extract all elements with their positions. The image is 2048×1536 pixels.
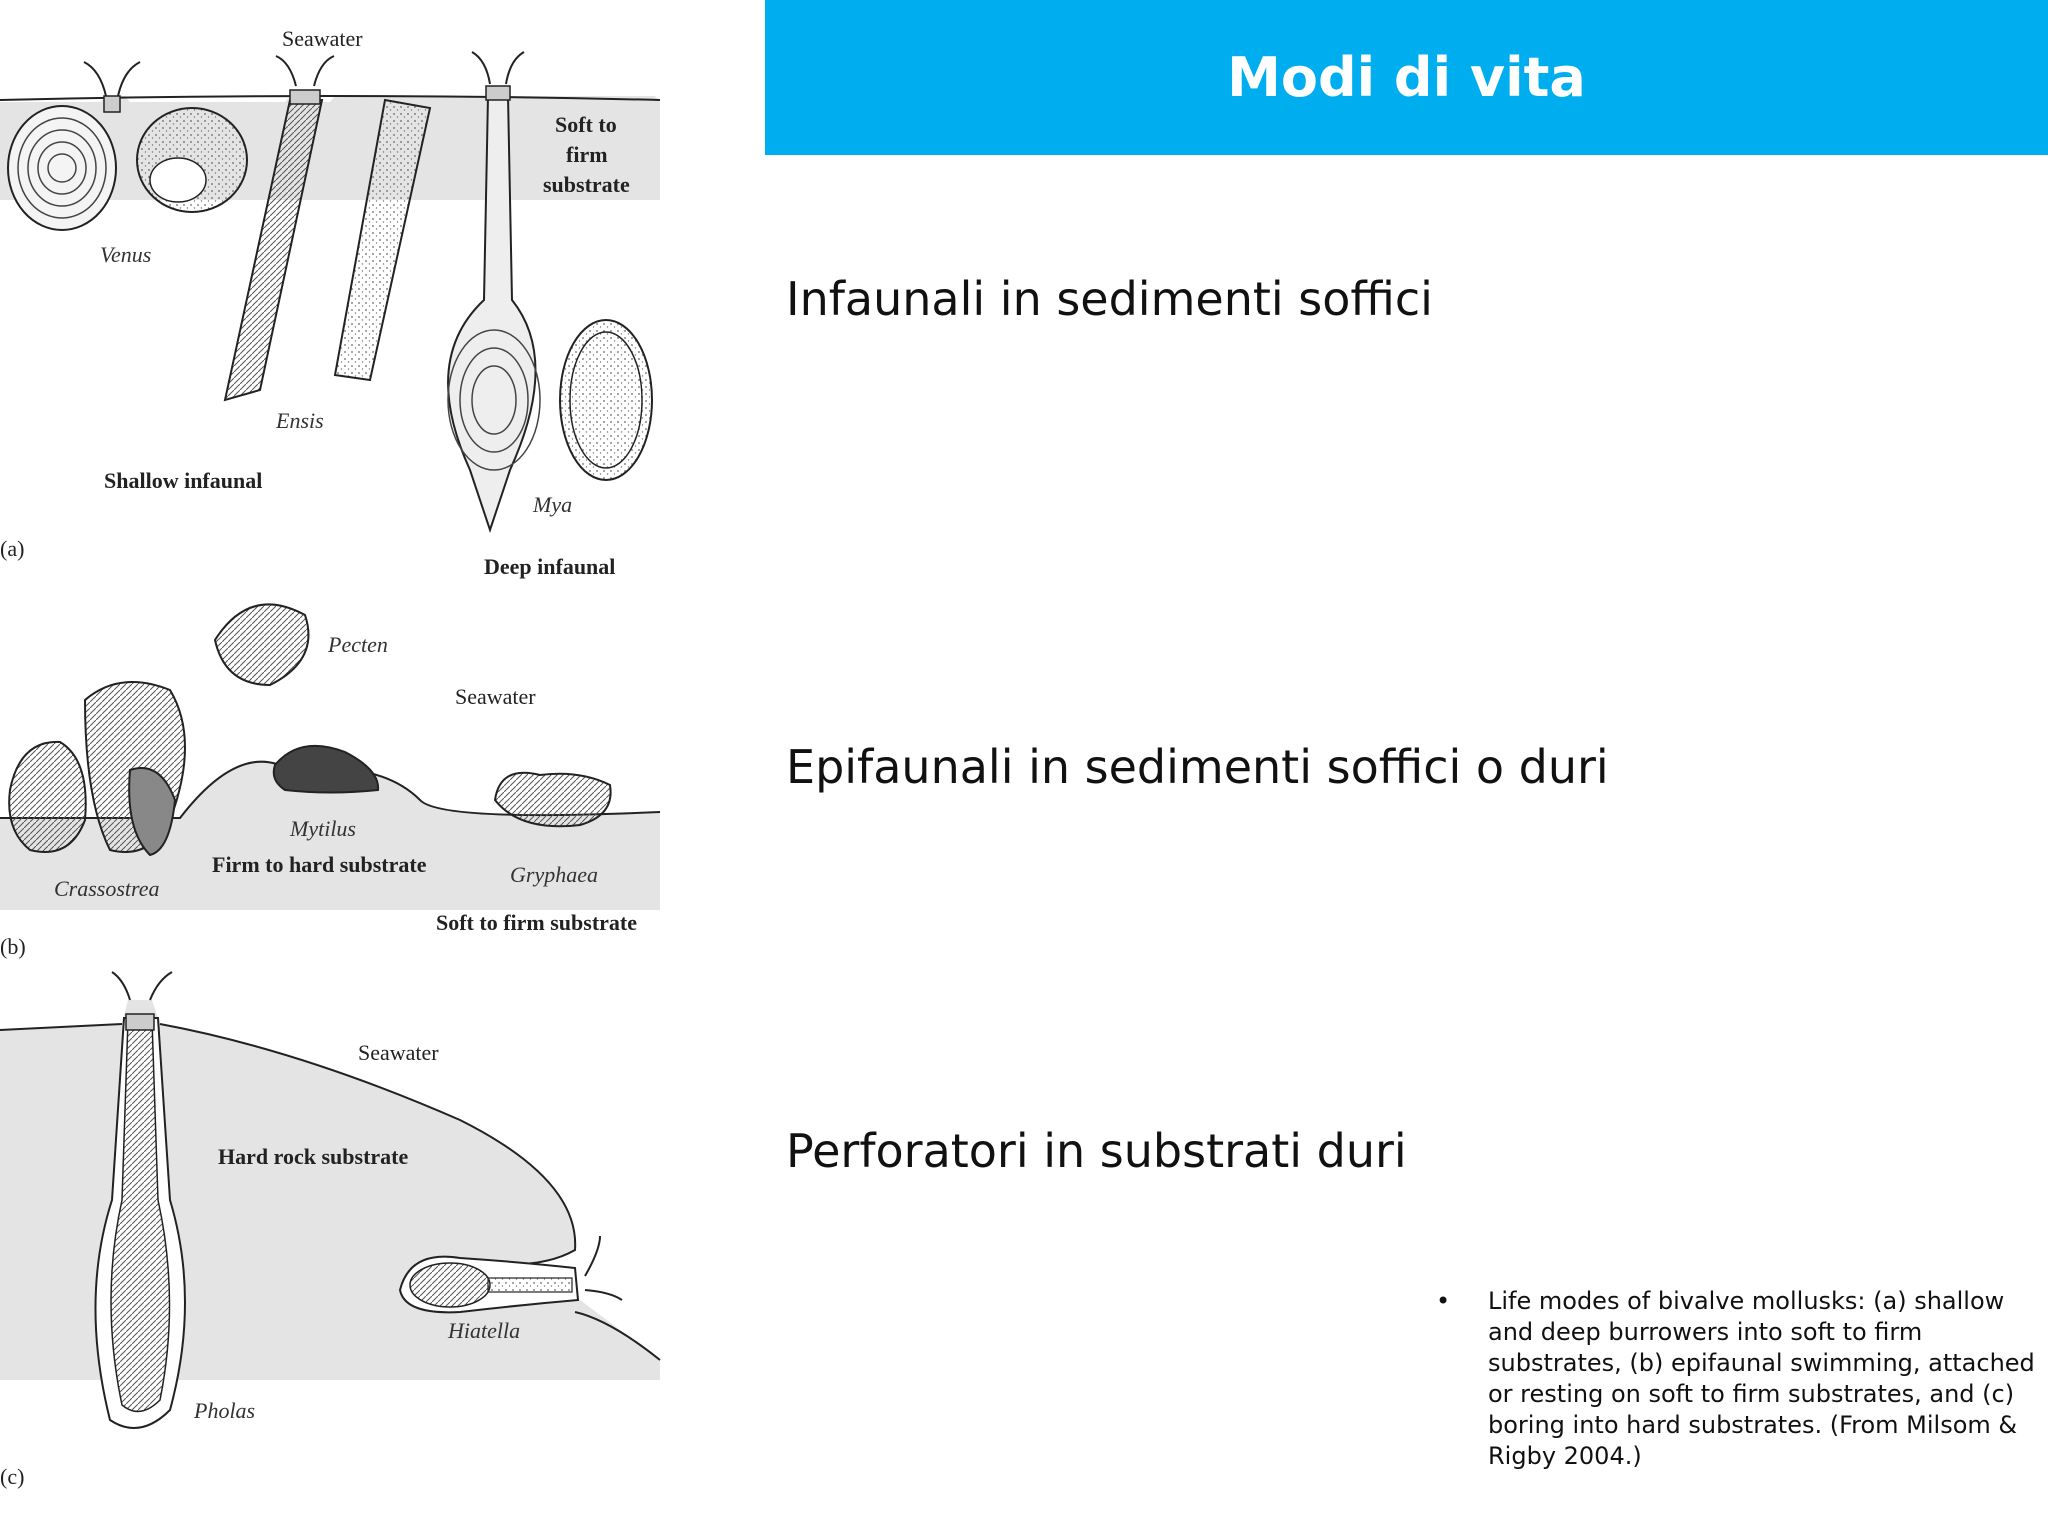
label-ensis: Ensis bbox=[275, 408, 324, 433]
label-seawater-a: Seawater bbox=[282, 26, 363, 51]
label-hiatella: Hiatella bbox=[447, 1318, 520, 1343]
label-venus: Venus bbox=[100, 242, 151, 267]
heading-epifaunal: Epifaunali in sedimenti soffici o duri bbox=[786, 740, 1609, 794]
gryphaea-shell bbox=[493, 771, 612, 828]
pecten-shell bbox=[213, 603, 310, 687]
bullet-icon: • bbox=[1436, 1287, 1451, 1315]
label-mya: Mya bbox=[532, 492, 572, 517]
title-bar: Modi di vita bbox=[765, 0, 2048, 155]
label-pholas: Pholas bbox=[193, 1398, 255, 1423]
pholas-shell bbox=[94, 1013, 186, 1429]
label-panel-a: (a) bbox=[0, 536, 24, 561]
slide-title: Modi di vita bbox=[1227, 46, 1586, 109]
caption-text: Life modes of bivalve mollusks: (a) shal… bbox=[1488, 1287, 2035, 1470]
siphon-arrows-c bbox=[111, 971, 623, 1301]
venus-shell bbox=[7, 95, 248, 231]
panel-c: Seawater Hard rock substrate Hiatella Ph… bbox=[0, 971, 661, 1489]
figure-caption: • Life modes of bivalve mollusks: (a) sh… bbox=[1436, 1286, 2036, 1472]
label-mytilus: Mytilus bbox=[289, 816, 356, 841]
heading-infaunal: Infaunali in sedimenti soffici bbox=[786, 272, 1433, 326]
label-substrate-a-1: Soft to bbox=[555, 112, 617, 137]
crassostrea-shell bbox=[8, 681, 186, 857]
label-soft-firm-substrate: Soft to firm substrate bbox=[436, 910, 637, 935]
bivalve-life-modes-figure: Seawater Soft to firm substrate Venus En… bbox=[0, 26, 661, 1489]
label-gryphaea: Gryphaea bbox=[510, 862, 598, 887]
label-seawater-b: Seawater bbox=[455, 684, 536, 709]
panel-b: Pecten Seawater Mytilus Firm to hard sub… bbox=[0, 603, 661, 959]
label-seawater-c: Seawater bbox=[358, 1040, 439, 1065]
label-panel-b: (b) bbox=[0, 934, 26, 959]
mytilus-shell bbox=[272, 744, 380, 794]
label-pecten: Pecten bbox=[327, 632, 388, 657]
label-substrate-a-3: substrate bbox=[543, 172, 630, 197]
label-panel-c: (c) bbox=[0, 1464, 24, 1489]
label-hard-rock-substrate: Hard rock substrate bbox=[218, 1144, 408, 1169]
label-deep-infaunal: Deep infaunal bbox=[484, 554, 615, 579]
label-shallow-infaunal: Shallow infaunal bbox=[104, 468, 262, 493]
ensis-shell bbox=[223, 89, 432, 402]
label-firm-hard-substrate: Firm to hard substrate bbox=[212, 852, 427, 877]
hiatella-shell bbox=[398, 1255, 580, 1314]
mya-shell bbox=[447, 85, 653, 534]
label-substrate-a-2: firm bbox=[566, 142, 608, 167]
panel-a: Seawater Soft to firm substrate Venus En… bbox=[0, 26, 661, 579]
siphon-arrows-a bbox=[83, 51, 525, 97]
label-crassostrea: Crassostrea bbox=[54, 876, 160, 901]
heading-boring: Perforatori in substrati duri bbox=[786, 1124, 1407, 1178]
